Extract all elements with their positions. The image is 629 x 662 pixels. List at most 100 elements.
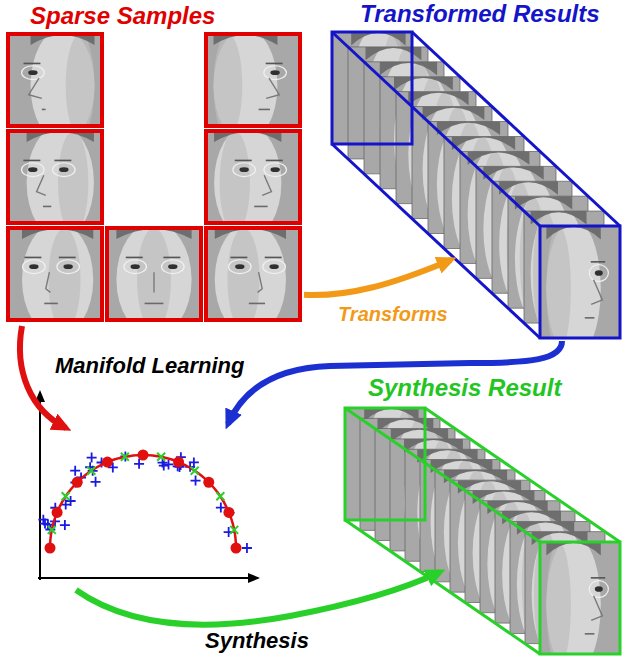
face-shade <box>227 228 259 320</box>
face-nose <box>46 272 51 292</box>
sample-cell-border <box>206 228 300 320</box>
sample-point <box>45 543 56 554</box>
face-hair <box>546 226 600 239</box>
sample-cell-border <box>8 131 102 223</box>
sample-cell-border <box>206 131 300 223</box>
sample-cross <box>159 461 169 471</box>
stack-edge <box>345 408 540 542</box>
sample-cell-border <box>107 228 201 320</box>
sample-cross <box>242 543 252 553</box>
face-nose <box>153 272 154 292</box>
face-mouth <box>249 303 265 305</box>
face-hair <box>515 196 572 209</box>
x-axis <box>38 577 258 579</box>
face-nose <box>37 175 46 195</box>
stack-title: Transformed Results <box>360 0 600 28</box>
face-hair <box>437 122 500 135</box>
synthesis-point <box>87 467 95 475</box>
stack-edge <box>332 32 540 226</box>
face-glasses <box>589 265 608 282</box>
transformed-stack-node: Transformed Results <box>330 0 625 342</box>
face-head <box>214 131 281 223</box>
face-image <box>8 228 102 320</box>
face-eye <box>595 270 603 276</box>
stack-title: Synthesis Result <box>368 374 561 402</box>
step-label: Manifold Learning <box>55 353 244 379</box>
synthesis-stack-node: Synthesis Result <box>340 370 625 658</box>
face-glasses <box>229 260 252 274</box>
slice-edge <box>540 226 620 338</box>
stack-front-outline <box>540 542 620 654</box>
sample-point <box>102 457 113 468</box>
face-hair <box>394 77 453 90</box>
face-mouth <box>585 633 595 635</box>
face-mouth <box>254 206 268 208</box>
face-hair <box>499 181 558 194</box>
sample-point <box>223 507 234 518</box>
synthesis-stack-image <box>345 401 620 662</box>
sample-point <box>72 477 83 488</box>
face-hair <box>546 542 600 555</box>
face-hair <box>531 211 587 224</box>
manifold-plot <box>38 392 258 580</box>
face-head <box>116 228 191 320</box>
face-mouth <box>259 109 270 111</box>
face-eye <box>28 167 37 172</box>
sample-cross <box>60 520 70 530</box>
face-eye <box>63 264 72 269</box>
sample-point <box>231 543 242 554</box>
sample-point <box>138 450 149 461</box>
face-glasses <box>53 163 76 177</box>
face-brow <box>24 257 41 259</box>
face-glasses <box>233 163 256 177</box>
stack-back-outline <box>345 408 425 520</box>
face-head <box>22 228 93 320</box>
transformed-stack-image <box>332 25 620 358</box>
face-hair <box>452 136 515 149</box>
face-brow <box>591 577 605 579</box>
face-brow <box>235 160 252 162</box>
face-mouth <box>42 109 46 111</box>
face-images <box>8 25 620 662</box>
face-eye <box>270 167 279 172</box>
face-head <box>27 131 94 223</box>
face-image <box>107 228 201 320</box>
sample-cross <box>191 476 201 486</box>
face-mouth <box>145 303 164 305</box>
stack-edge <box>345 520 540 654</box>
synthesis-point <box>216 492 224 500</box>
face-image <box>540 226 620 338</box>
face-nose <box>591 596 602 621</box>
stack-edge <box>332 144 540 338</box>
sample-cross <box>38 515 48 525</box>
face-image <box>206 228 300 320</box>
face-hair <box>408 92 468 105</box>
synthesis-arrow <box>76 572 440 625</box>
face-shade <box>48 228 80 320</box>
face-eye <box>235 264 244 269</box>
sample-cross <box>87 453 97 463</box>
face-nose <box>262 175 271 195</box>
face-brow <box>230 257 247 259</box>
step-label: Synthesis <box>205 628 309 654</box>
slice-edge <box>540 542 620 654</box>
face-brow <box>266 63 283 65</box>
sample-cross <box>91 477 101 487</box>
face-glasses <box>22 66 45 80</box>
stack-title: Sparse Samples <box>30 2 215 30</box>
face-eye <box>29 264 38 269</box>
face-brow <box>54 160 71 162</box>
stack-back-outline <box>332 32 412 144</box>
sample-cell-border <box>8 228 102 320</box>
face-head <box>546 542 600 654</box>
face-hair <box>351 32 405 45</box>
face-glasses <box>589 581 608 598</box>
synthesis-point <box>157 453 165 461</box>
synthesis-point <box>121 453 129 461</box>
face-glasses <box>264 163 287 177</box>
face-brow <box>126 257 143 259</box>
face-glasses <box>57 260 80 274</box>
stack-front-outline <box>540 226 620 338</box>
